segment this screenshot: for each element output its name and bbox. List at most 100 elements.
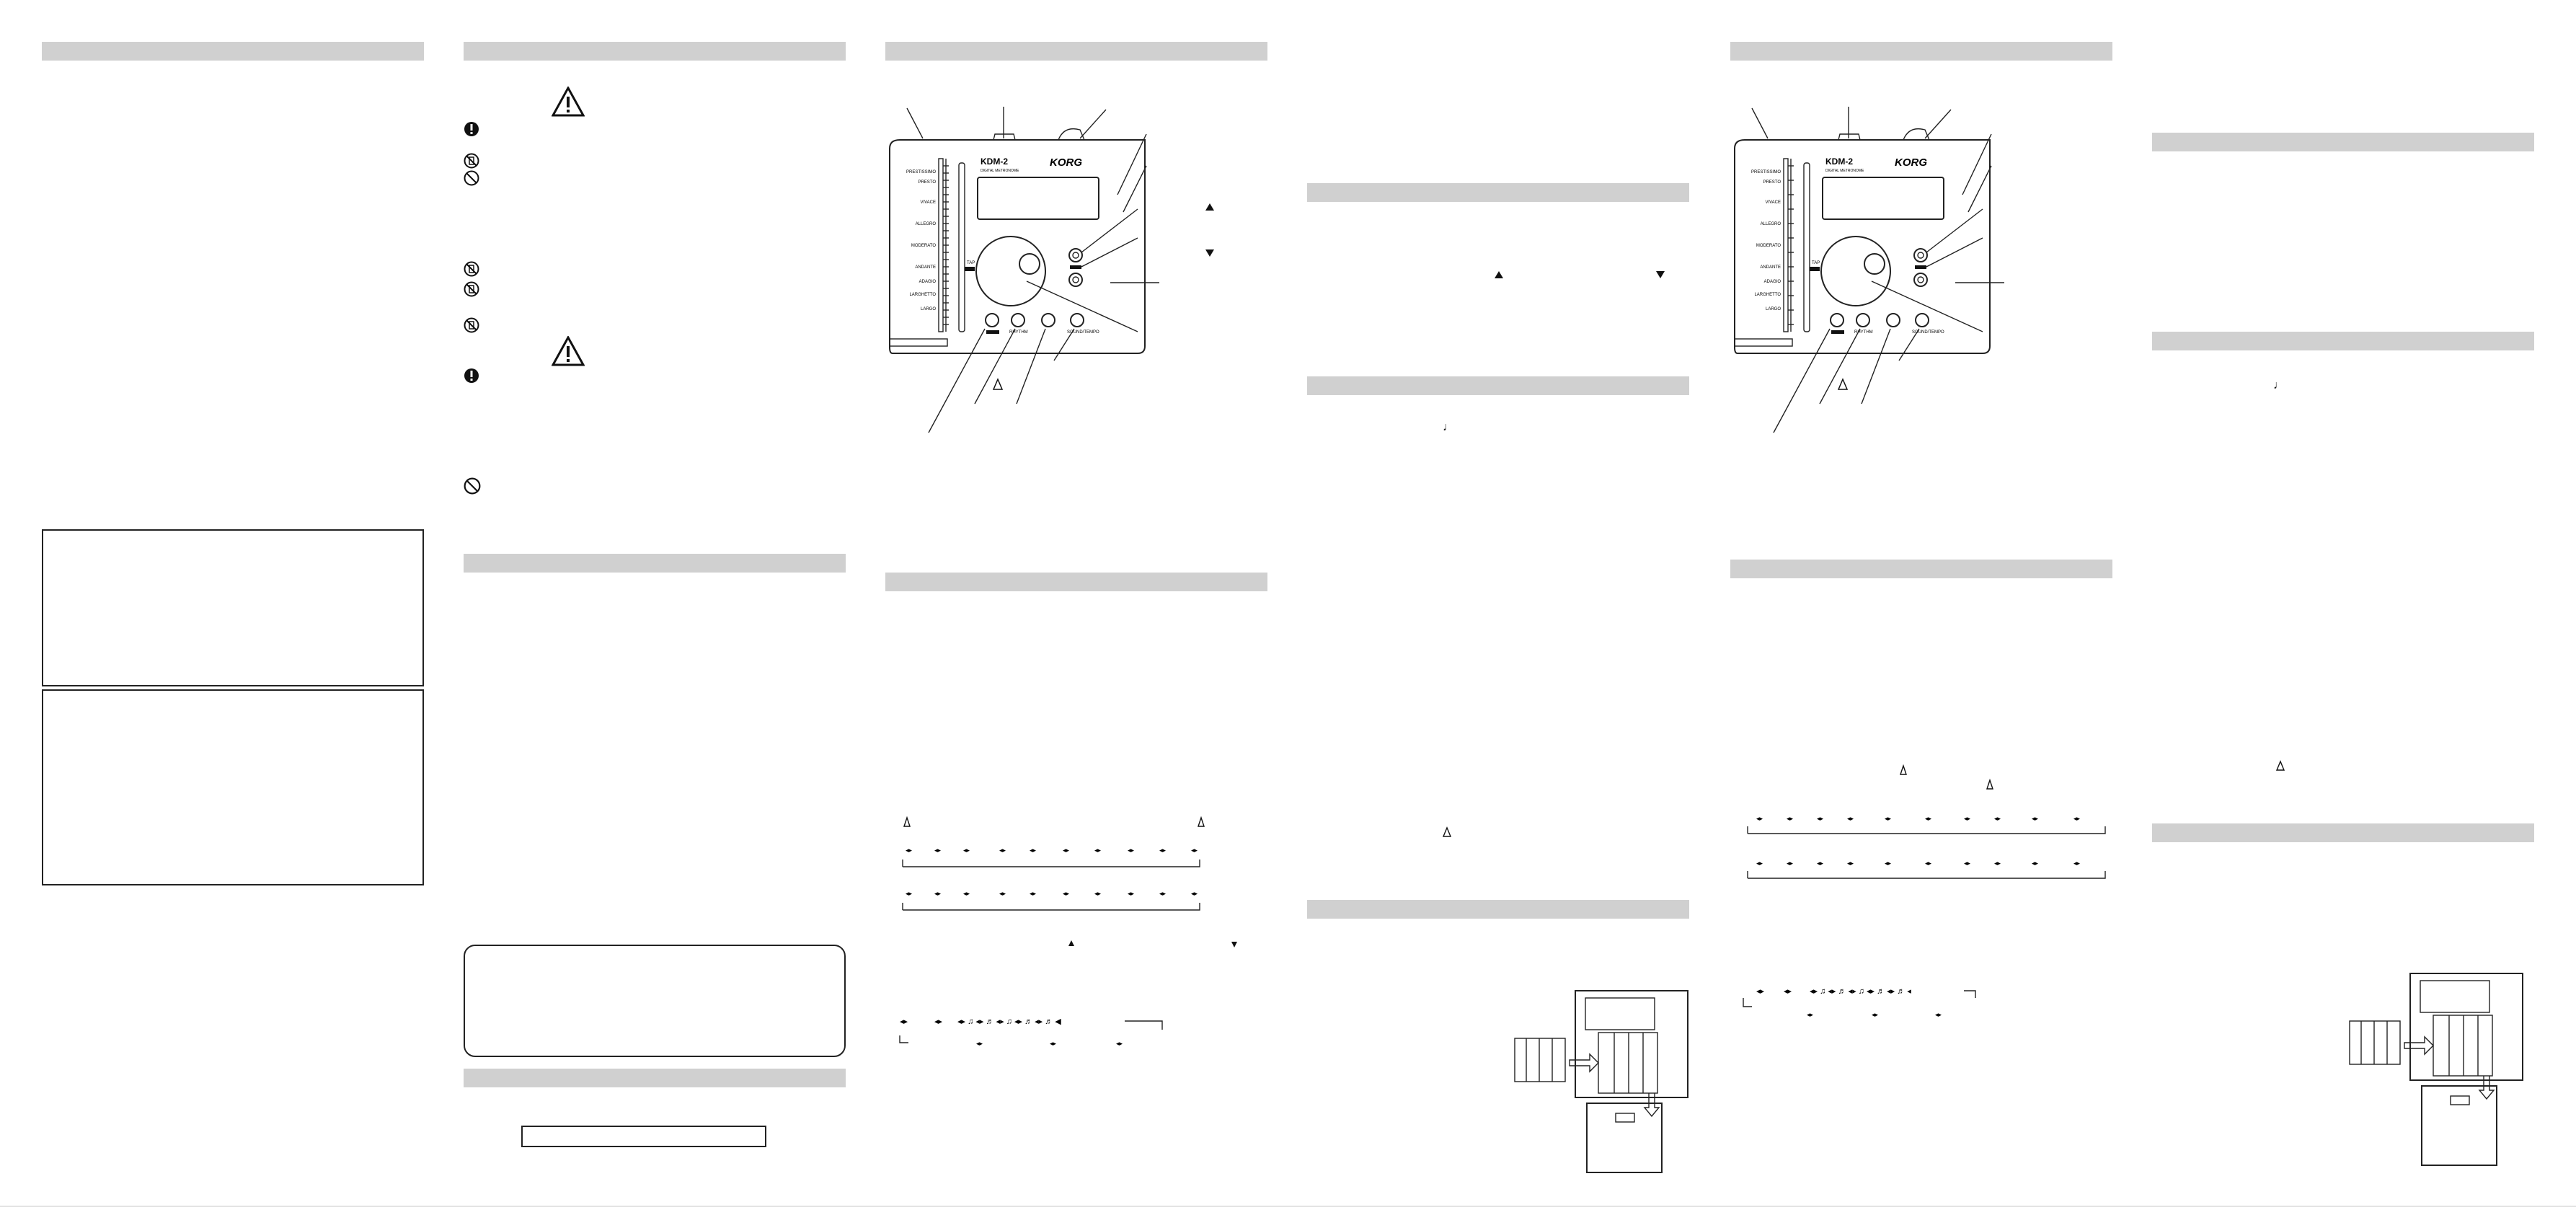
tempo-dial[interactable] (1820, 236, 1891, 306)
tempo-mark: ALLEGRO (916, 222, 937, 226)
notice-box-1 (42, 529, 424, 686)
svg-text:◂▸: ◂▸ (934, 890, 942, 897)
sound-tempo-label: SOUND/TEMPO (1912, 330, 1944, 335)
brand-logo: KORG (1050, 156, 1082, 169)
svg-text:◂▸: ◂▸ (1994, 815, 2001, 822)
device-front-panel-diagram: PRESTISSIMO PRESTO VIVACE ALLEGRO MODERA… (1734, 107, 2004, 433)
metronome-icon (1986, 778, 1993, 790)
tempo-mark: MODERATO (911, 244, 936, 248)
svg-text:◂▸: ◂▸ (963, 890, 970, 897)
beat-sequence-diagram: ◂▸◂▸◂▸◂▸ ◂▸◂▸◂▸◂▸ ◂▸◂▸ ◂▸◂▸◂▸◂▸ ◂▸◂▸◂▸◂▸… (899, 816, 1237, 1047)
svg-text:◂▸: ◂▸ (1756, 860, 1763, 867)
svg-text:◂▸: ◂▸ (906, 847, 913, 854)
svg-text:◂▸: ◂▸ (1847, 860, 1854, 867)
svg-text:◂▸: ◂▸ (1885, 815, 1892, 822)
svg-text:◂▸: ◂▸ (976, 1040, 983, 1047)
sound-tempo-label: SOUND/TEMPO (1067, 330, 1099, 335)
svg-text:◂▸: ◂▸ (1872, 1011, 1879, 1018)
svg-text:◂▸: ◂▸ (1807, 1011, 1814, 1018)
tempo-mark: ANDANTE (1760, 265, 1781, 270)
svg-text:◂▸: ◂▸ (1128, 890, 1135, 897)
rhythm-label: RHYTHM (1854, 330, 1873, 335)
down-arrow-icon (1205, 249, 1214, 257)
tempo-mark: PRESTISSIMO (906, 170, 936, 174)
tempo-mark: LARGHETTO (1754, 293, 1781, 297)
metronome-icon (1900, 764, 1907, 775)
model-subtitle: DIGITAL METRONOME (981, 169, 1019, 173)
down-button[interactable] (1913, 273, 1928, 287)
do-not-disassemble-icon (464, 153, 479, 169)
caution-triangle-icon (552, 336, 585, 366)
rhythm-sequence: ◂▸◂▸◂▸ ♫ ◂▸ ♬ ◂▸ ♫ ◂▸ ♬ ◂▸ ♬ ◂ (1756, 987, 1911, 996)
device-front-panel-diagram: PRESTISSIMO PRESTO VIVACE ALLEGRO MODERA… (889, 107, 1214, 433)
svg-text:◂▸: ◂▸ (1191, 847, 1198, 854)
up-arrow-icon (1495, 271, 1503, 278)
do-not-disassemble-icon (464, 281, 479, 297)
svg-text:◂▸: ◂▸ (1935, 1011, 1942, 1018)
tempo-scale-ticks (1788, 165, 1794, 325)
tempo-mark: VIVACE (920, 200, 936, 205)
svg-text:◂▸: ◂▸ (1817, 860, 1824, 867)
metronome-icon (1198, 816, 1205, 827)
svg-text:◂▸: ◂▸ (2073, 860, 2081, 867)
rhythm-label: RHYTHM (1009, 330, 1028, 335)
svg-text:◂▸: ◂▸ (1756, 815, 1763, 822)
brand-logo: KORG (1895, 156, 1927, 169)
rhythm-button[interactable] (1011, 313, 1025, 327)
tempo-mark: ANDANTE (915, 265, 936, 270)
up-button[interactable] (1068, 248, 1083, 262)
svg-text:◂▸: ◂▸ (1787, 860, 1794, 867)
svg-text:◂▸: ◂▸ (1925, 860, 1932, 867)
sequence-arrows-row-2: ◂▸◂▸◂▸◂▸ ◂▸◂▸◂▸◂▸ ◂▸◂▸ (906, 890, 1198, 897)
svg-text:◂▸: ◂▸ (1925, 815, 1932, 822)
down-arrow-icon (1656, 271, 1665, 278)
svg-text:◂▸: ◂▸ (1094, 847, 1102, 854)
down-button[interactable] (1068, 273, 1083, 287)
svg-text:◂▸: ◂▸ (1994, 860, 2001, 867)
beat-button[interactable] (985, 313, 999, 327)
svg-text:◂▸ ♫ ◂▸ ♬ ◂▸ ♫ ◂▸ ♬ ◂▸ ♬ ◂: ◂▸ ♫ ◂▸ ♬ ◂▸ ♫ ◂▸ ♬ ◂▸ ♬ ◂ (1810, 987, 1911, 996)
column-5: PRESTISSIMO PRESTO VIVACE ALLEGRO MODERA… (1730, 0, 2112, 1215)
tap-label: TAP (1812, 261, 1820, 265)
svg-text:◂▸: ◂▸ (1050, 1040, 1057, 1047)
mandatory-action-icon (464, 122, 479, 136)
column-1 (42, 0, 424, 1215)
svg-text:◂▸: ◂▸ (1787, 815, 1794, 822)
model-name: KDM-2 (1825, 156, 1853, 167)
tempo-mark: ADAGIO (1764, 280, 1781, 284)
svg-text:◂▸: ◂▸ (1964, 860, 1971, 867)
battery-installation-diagram (2349, 973, 2523, 1166)
svg-text:◂▸: ◂▸ (2032, 860, 2039, 867)
svg-text:◂▸ ♫ ◂▸ ♬ ◂▸ ♫ ◂▸ ♬ ◂▸ ♬ ◀: ◂▸ ♫ ◂▸ ♬ ◂▸ ♫ ◂▸ ♬ ◂▸ ♬ ◀ (957, 1017, 1061, 1026)
timer-button[interactable] (1886, 313, 1900, 327)
svg-text:◂▸: ◂▸ (1094, 890, 1102, 897)
timer-button[interactable] (1041, 313, 1055, 327)
sound-tempo-button[interactable] (1915, 313, 1929, 327)
svg-text:◂▸: ◂▸ (934, 1017, 943, 1026)
up-button[interactable] (1913, 248, 1928, 262)
svg-text:◂▸: ◂▸ (906, 890, 913, 897)
sound-tempo-button[interactable] (1070, 313, 1084, 327)
section-header-bar (1307, 183, 1689, 202)
tempo-mark: PRESTO (1763, 180, 1781, 185)
svg-text:◂▸: ◂▸ (999, 890, 1006, 897)
column-4: ♩ (1307, 0, 1689, 1215)
section-header-bar (2152, 332, 2534, 350)
beat-button[interactable] (1830, 313, 1844, 327)
svg-text:◂▸: ◂▸ (1116, 1040, 1123, 1047)
svg-text:◂▸: ◂▸ (1063, 847, 1070, 854)
section-header-bar (1307, 376, 1689, 395)
svg-text:◂▸: ◂▸ (1885, 860, 1892, 867)
column-6: ♩ (2152, 0, 2534, 1215)
sequence-arrows-row-1: ◂▸◂▸◂▸◂▸ ◂▸◂▸◂▸◂▸ ◂▸◂▸ (906, 847, 1198, 854)
notice-box-2 (42, 689, 424, 885)
lcd-display (1822, 177, 1944, 220)
svg-text:◂▸: ◂▸ (2073, 815, 2081, 822)
svg-text:◂▸: ◂▸ (999, 847, 1006, 854)
tempo-dial[interactable] (975, 236, 1046, 306)
down-arrow-icon (1231, 942, 1237, 947)
metronome-icon (903, 816, 911, 827)
svg-text:◂▸: ◂▸ (1063, 890, 1070, 897)
rhythm-button[interactable] (1856, 313, 1870, 327)
tempo-mark: VIVACE (1765, 200, 1781, 205)
